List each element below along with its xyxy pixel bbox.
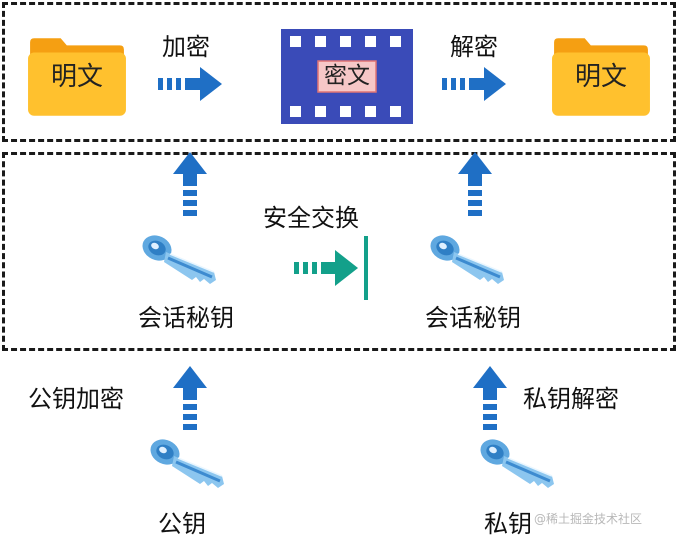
arrow-up-icon [455, 150, 495, 220]
arrow-up-icon [470, 364, 510, 434]
key-icon [478, 436, 558, 496]
key-icon [428, 232, 508, 292]
ciphertext-label: 密文 [324, 63, 370, 89]
private-key-label: 私钥 [484, 510, 532, 538]
public-key-label: 公钥 [158, 510, 206, 538]
key-icon [140, 232, 220, 292]
film-strip-icon [281, 29, 413, 124]
watermark: @稀土掘金技术社区 [534, 512, 643, 526]
plaintext-left-label: 明文 [50, 62, 103, 92]
encryption-flow-box [2, 2, 676, 142]
decrypt-label: 解密 [450, 33, 498, 61]
arrow-up-icon [170, 150, 210, 220]
arrow-right-icon [440, 64, 510, 104]
arrow-right-icon [156, 64, 226, 104]
session-key-box [2, 152, 676, 351]
key-icon [148, 436, 228, 496]
plaintext-right-label: 明文 [574, 62, 627, 92]
exchange-arrow-icon [294, 236, 368, 300]
private-key-decrypt-label: 私钥解密 [523, 385, 619, 413]
encrypt-label: 加密 [162, 33, 210, 61]
session-key-left-label: 会话秘钥 [138, 304, 234, 332]
arrow-up-icon [170, 364, 210, 434]
session-key-right-label: 会话秘钥 [425, 304, 521, 332]
public-key-encrypt-label: 公钥加密 [28, 385, 124, 413]
secure-exchange-label: 安全交换 [263, 204, 359, 232]
